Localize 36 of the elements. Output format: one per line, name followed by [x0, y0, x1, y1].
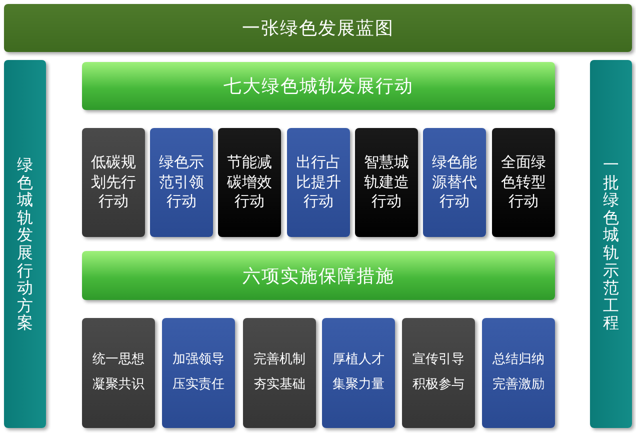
side-panel — [4, 60, 46, 428]
measure-box — [243, 318, 316, 428]
banner-box — [4, 4, 632, 52]
measure-box — [82, 318, 155, 428]
action-box — [492, 128, 555, 237]
action-box — [150, 128, 213, 237]
label-text: 出行占比提升行动 — [295, 153, 342, 212]
measure-box — [162, 318, 235, 428]
label-text: 一批绿色城轨示范工程 — [603, 156, 619, 332]
action-box — [218, 128, 281, 237]
label-text: 完善机制夯实基础 — [252, 351, 306, 394]
measure-box — [322, 318, 395, 428]
label-text: 加强领导压实责任 — [172, 351, 226, 394]
label-text: 厚植人才集聚力量 — [332, 351, 386, 394]
side-panel — [590, 60, 632, 428]
heading-text: 七大绿色城轨发展行动 — [224, 75, 414, 98]
action-box — [82, 128, 145, 237]
label-text: 绿色示范引领行动 — [158, 153, 205, 212]
label-text: 统一思想凝聚共识 — [92, 351, 146, 394]
heading-text: 一张绿色发展蓝图 — [242, 17, 394, 40]
label-text: 全面绿色转型行动 — [500, 153, 547, 212]
section-header-bar — [82, 62, 555, 110]
heading-text: 六项实施保障措施 — [242, 264, 394, 288]
label-text: 绿色城轨发展行动方案 — [17, 156, 33, 332]
action-box — [355, 128, 418, 237]
measure-box — [482, 318, 555, 428]
label-text: 总结归纳完善激励 — [492, 351, 546, 394]
action-box — [423, 128, 486, 237]
measure-box — [402, 318, 475, 428]
label-text: 节能减碳增效行动 — [226, 153, 273, 212]
label-text: 宣传引导积极参与 — [412, 351, 466, 394]
action-box — [287, 128, 350, 237]
label-text: 绿色能源替代行动 — [431, 153, 478, 212]
section-header-bar — [82, 251, 555, 300]
label-text: 智慧城轨建造行动 — [363, 153, 410, 212]
label-text: 低碳规划先行行动 — [90, 153, 137, 212]
